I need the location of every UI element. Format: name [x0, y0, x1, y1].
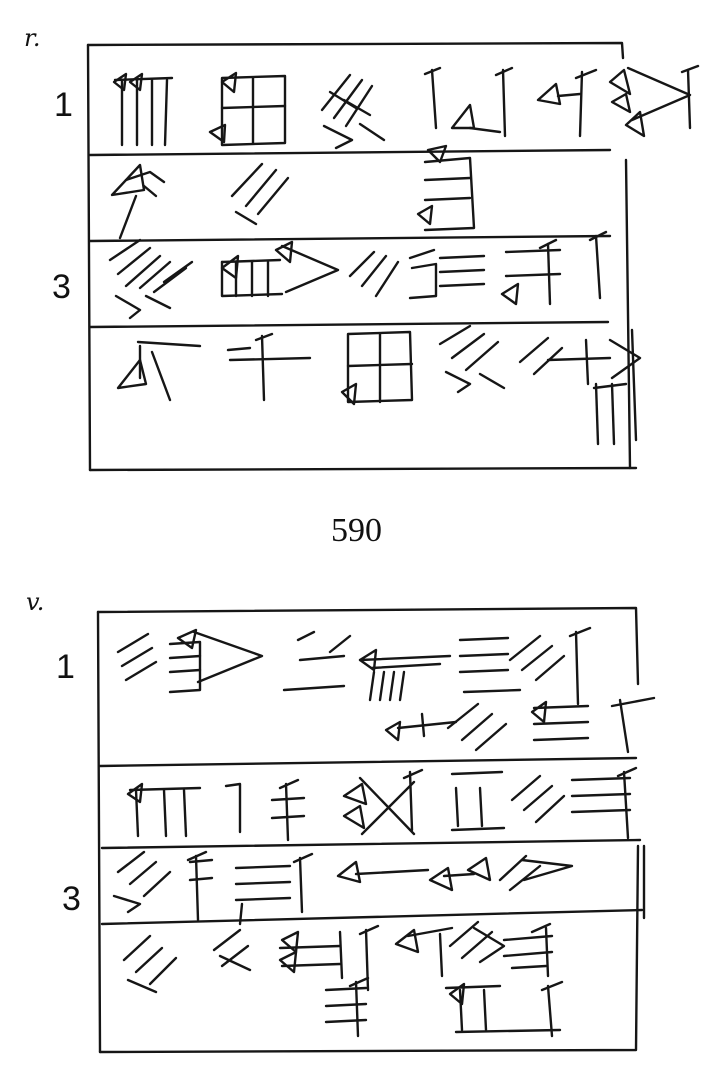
reverse-line-4-signs — [122, 920, 564, 1038]
obverse-ruling-lines — [88, 148, 612, 329]
obverse-face-label: r. — [24, 24, 41, 52]
reverse-line-number-1: 1 — [56, 648, 75, 686]
obverse-line-2-signs — [110, 144, 476, 240]
obverse-line-1-signs — [112, 64, 700, 150]
obverse-line-3-signs — [108, 230, 608, 320]
reverse-tablet-outline — [96, 606, 646, 1054]
reverse-line-number-3: 3 — [62, 880, 81, 918]
reverse-ruling-lines — [98, 756, 644, 926]
reverse-line-3-signs — [112, 850, 574, 926]
obverse-tablet-outline — [86, 41, 638, 472]
obverse-line-number-1: 1 — [54, 86, 73, 124]
obverse-line-4-signs — [116, 324, 642, 446]
tablet-number: 590 — [331, 512, 382, 549]
reverse-face-label: v. — [26, 588, 45, 616]
reverse-line-1-signs — [116, 626, 656, 754]
reverse-line-2-signs — [126, 766, 638, 842]
obverse-line-number-3: 3 — [52, 268, 71, 306]
